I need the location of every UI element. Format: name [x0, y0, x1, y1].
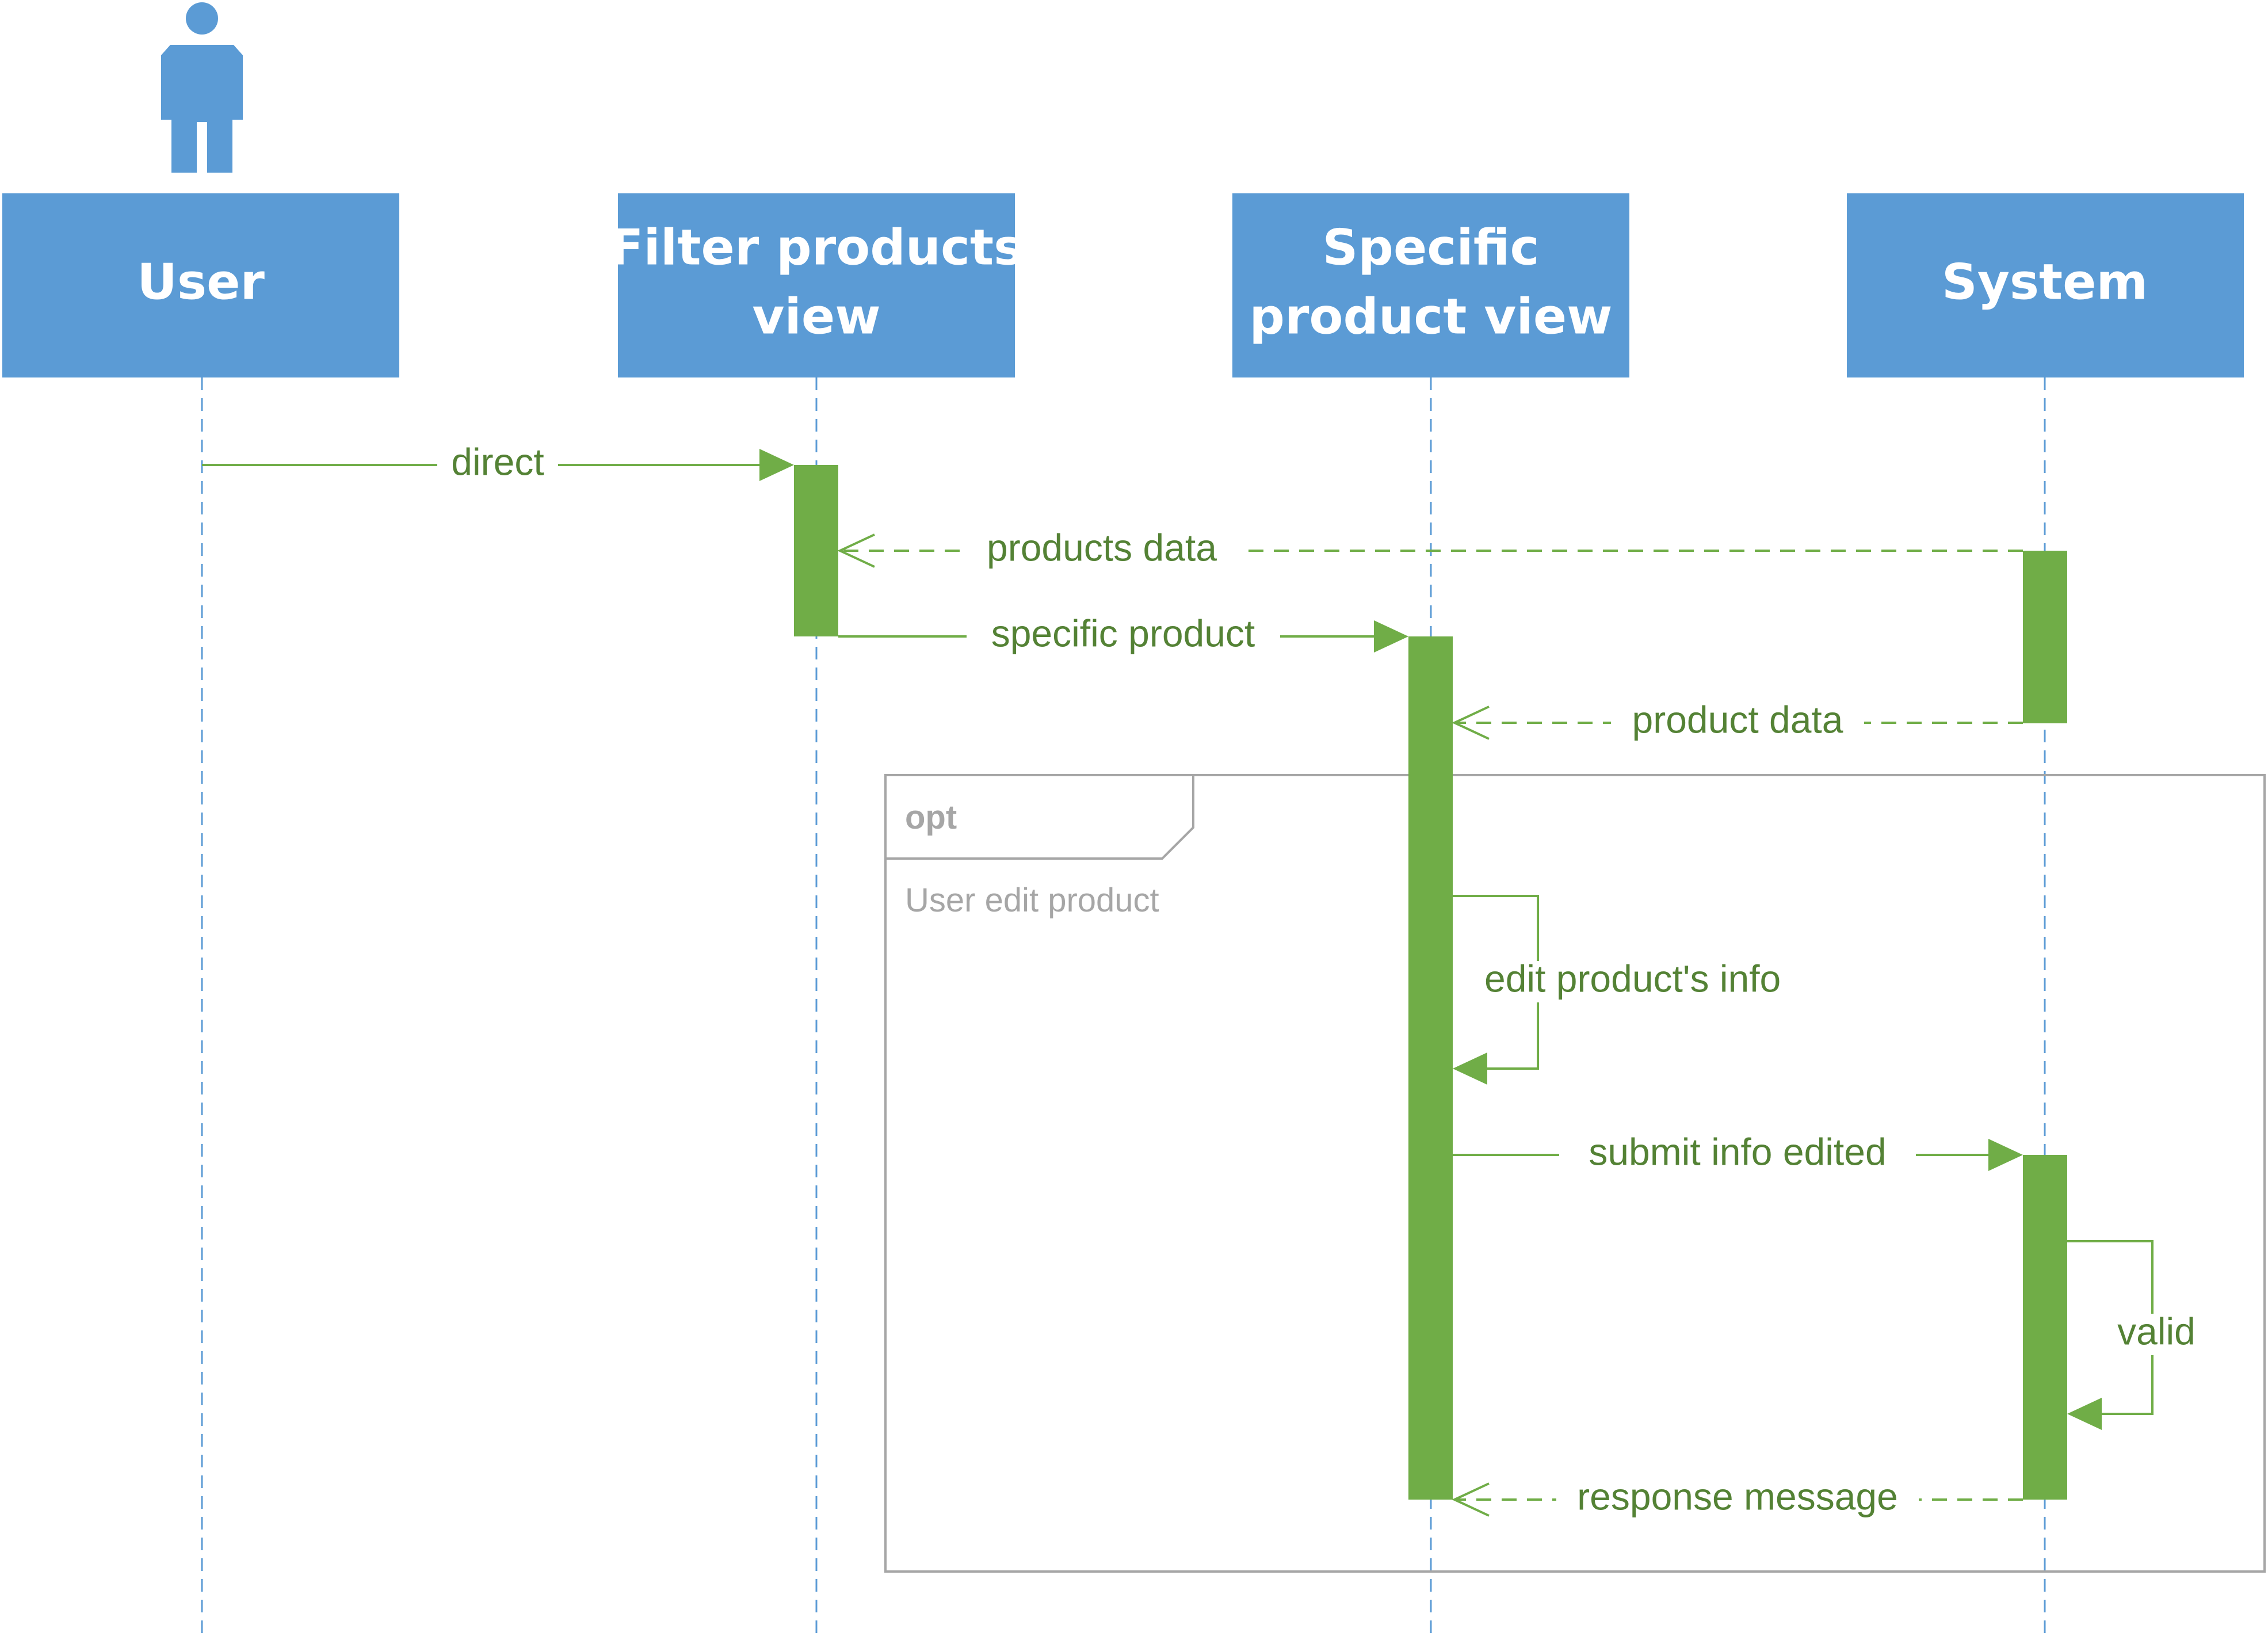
- participant-specific-product-view: Specific product view: [1232, 193, 1629, 377]
- activation-filter-products-view: [794, 465, 838, 636]
- participant-user: User: [2, 193, 399, 377]
- message-edit-products-info: edit product's info: [1453, 895, 1841, 1085]
- participant-filter-label-line2: view: [752, 288, 880, 345]
- message-submit-info-edited-label: submit info edited: [1589, 1130, 1886, 1173]
- message-direct-label: direct: [451, 440, 544, 483]
- participant-system: System: [1847, 193, 2244, 377]
- participant-user-label: User: [137, 253, 265, 311]
- fragment-guard: User edit product: [905, 882, 1159, 919]
- activation-system-2: [2023, 1155, 2067, 1500]
- participant-filter-products-view: Filter products view: [610, 193, 1024, 377]
- message-response-message: response message: [1452, 1475, 2023, 1520]
- opt-fragment: opt User edit product: [884, 774, 2266, 1573]
- message-products-data-label: products data: [987, 526, 1217, 569]
- message-direct: direct: [202, 440, 794, 486]
- participant-specific-label-line1: Specific: [1322, 219, 1539, 276]
- message-product-data-label: product data: [1632, 698, 1843, 741]
- message-valid: valid: [2067, 1240, 2201, 1430]
- activation-specific-product-view: [1408, 636, 1453, 1500]
- message-products-data: products data: [837, 526, 2023, 571]
- activation-system-1: [2023, 551, 2067, 723]
- message-response-message-label: response message: [1577, 1475, 1898, 1517]
- message-specific-product-label: specific product: [991, 612, 1255, 654]
- fragment-operator: opt: [905, 799, 957, 836]
- message-product-data: product data: [1452, 698, 2023, 743]
- participant-system-label: System: [1942, 253, 2148, 311]
- message-valid-label: valid: [2117, 1310, 2196, 1352]
- message-submit-info-edited: submit info edited: [1453, 1130, 2023, 1176]
- participant-filter-label-line1: Filter products: [610, 219, 1024, 276]
- message-edit-products-info-label: edit product's info: [1484, 957, 1781, 1000]
- participant-specific-label-line2: product view: [1249, 288, 1612, 345]
- user-icon: [161, 2, 243, 173]
- message-specific-product: specific product: [838, 612, 1408, 657]
